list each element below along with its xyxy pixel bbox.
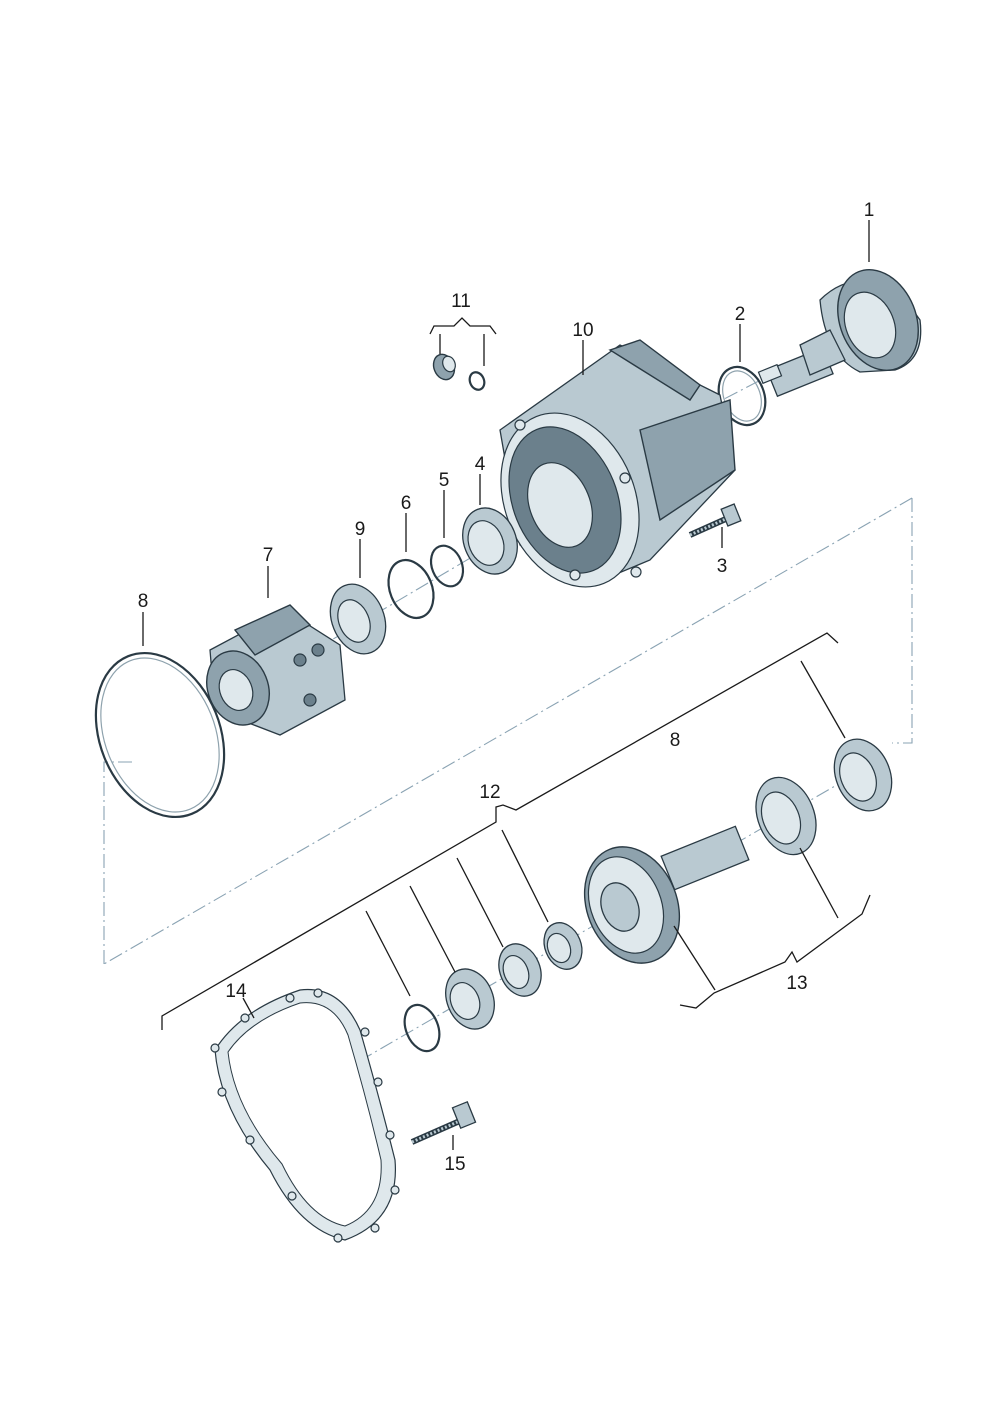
part-differential-7 [206,604,346,736]
callout-12: 12 [479,782,500,803]
part-snap-ring-6 [387,558,435,620]
part-snap-ring-12 [403,1003,441,1053]
callout-11: 11 [451,291,471,312]
callout-7: 7 [263,545,274,566]
part-snap-ring-5 [429,544,465,588]
callout-8-oring: 8 [138,591,149,612]
part-seal-ring-11 [468,371,486,391]
callout-labels: 1 2 3 4 5 6 7 8 8 9 10 11 12 13 14 15 [138,200,875,1175]
callout-2: 2 [735,304,746,325]
part-bearing-12c [445,968,495,1030]
part-housing-10 [499,339,736,588]
part-bolt-15 [410,1100,477,1145]
callout-4: 4 [475,454,486,475]
part-gasket-14 [210,988,400,1243]
callout-5: 5 [439,470,450,491]
callout-8-bearing: 8 [670,730,681,751]
part-bolt-3 [688,503,742,538]
part-gear-shaft-13 [583,825,750,964]
callout-6: 6 [401,493,412,514]
part-bearing-9 [329,583,387,655]
callout-10: 10 [572,320,593,341]
callout-9: 9 [355,519,366,540]
part-plug-11 [432,353,456,381]
part-needle-bearing-12b [498,943,542,997]
callout-13: 13 [786,973,807,994]
part-bearing-8-outer [833,738,893,812]
callout-15: 15 [444,1154,465,1175]
part-bearing-13-outer [755,776,817,856]
part-bearing-4 [462,507,518,575]
callout-1: 1 [864,200,875,221]
leader-lines [142,220,871,1150]
part-needle-bearing-12a [543,922,583,970]
callout-3: 3 [717,556,728,577]
part-flange-shaft [757,269,922,398]
callout-14: 14 [225,981,247,1002]
part-o-ring-8 [94,651,226,819]
